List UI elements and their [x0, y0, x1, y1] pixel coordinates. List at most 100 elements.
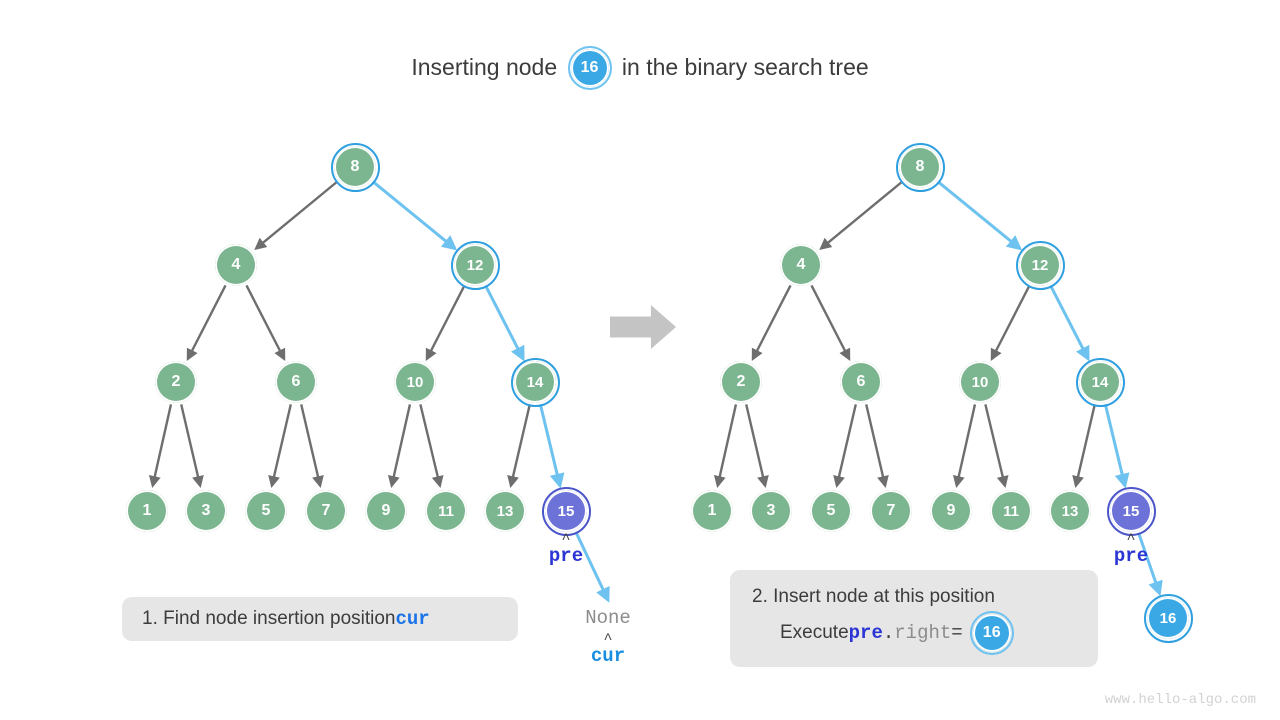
node-circle: 9 — [365, 490, 407, 532]
node-highlight-ring — [895, 142, 945, 192]
edge-left-14-15 — [538, 404, 565, 489]
marker-cur-left: ^cur — [568, 632, 648, 667]
tree-node-4-left[interactable]: 4 — [215, 244, 257, 286]
tree-node-1-right[interactable]: 1 — [691, 490, 733, 532]
tree-node-3-left[interactable]: 3 — [185, 490, 227, 532]
node-circle: 3 — [750, 490, 792, 532]
edge-right-14-13 — [1072, 404, 1096, 489]
edge-left-4-6 — [245, 284, 286, 362]
marker-label: pre — [548, 545, 584, 567]
tree-node-10-right[interactable]: 10 — [959, 361, 1001, 403]
tree-node-3-right[interactable]: 3 — [750, 490, 792, 532]
caption-line-left-1: 1. Find node insertion position cur — [142, 608, 498, 630]
node-highlight-ring — [541, 486, 591, 536]
marker-label: pre — [1113, 545, 1149, 567]
node-circle: 9 — [930, 490, 972, 532]
title-prefix: Inserting node — [411, 54, 558, 81]
node-highlight-ring — [510, 357, 560, 407]
node-circle: 13 — [1049, 490, 1091, 532]
tree-node-2-right[interactable]: 2 — [720, 361, 762, 403]
node-circle: 1 — [691, 490, 733, 532]
tree-node-14-left[interactable]: 14 — [510, 357, 560, 407]
edge-left-4-2 — [186, 284, 227, 362]
edge-right-2-3 — [745, 404, 769, 489]
edge-left-2-3 — [180, 404, 204, 489]
node-circle: 6 — [840, 361, 882, 403]
edge-right-6-5 — [833, 404, 857, 489]
tree-node-1-left[interactable]: 1 — [126, 490, 168, 532]
tree-node-13-left[interactable]: 13 — [484, 490, 526, 532]
tree-node-11-left[interactable]: 11 — [425, 490, 467, 532]
edge-right-4-2 — [751, 284, 792, 362]
marker-pre-right: ^pre — [1091, 531, 1171, 567]
tree-node-4-right[interactable]: 4 — [780, 244, 822, 286]
tree-node-8-right[interactable]: 8 — [895, 142, 945, 192]
tree-node-6-left[interactable]: 6 — [275, 361, 317, 403]
node-circle: 7 — [305, 490, 347, 532]
node-highlight-ring — [330, 142, 380, 192]
node-highlight-ring — [1015, 240, 1065, 290]
edge-left-10-11 — [419, 404, 444, 489]
node-circle: 5 — [810, 490, 852, 532]
node-circle: 2 — [720, 361, 762, 403]
tree-node-9-right[interactable]: 9 — [930, 490, 972, 532]
caption-line-right-2: Execute pre.right = 16 — [752, 610, 1076, 655]
tree-node-2-left[interactable]: 2 — [155, 361, 197, 403]
edge-right-2-1 — [713, 404, 738, 488]
caption-text: 2. Insert node at this position — [752, 585, 995, 607]
tree-node-15-left[interactable]: 15 — [541, 486, 591, 536]
tree-node-5-right[interactable]: 5 — [810, 490, 852, 532]
tree-node-7-right[interactable]: 7 — [870, 490, 912, 532]
caret-icon: ^ — [561, 531, 571, 548]
edge-right-8-4 — [819, 180, 904, 250]
caption-left: 1. Find node insertion position cur — [122, 597, 518, 641]
edge-right-12-14 — [1049, 284, 1090, 362]
caption-text: Execute — [780, 621, 849, 643]
node-highlight-ring — [1075, 357, 1125, 407]
tree-node-5-left[interactable]: 5 — [245, 490, 287, 532]
edge-left-14-13 — [507, 404, 531, 489]
node-highlight-ring — [1106, 486, 1156, 536]
edge-left-12-10 — [425, 284, 466, 362]
node-highlight-ring — [450, 240, 500, 290]
tree-node-13-right[interactable]: 13 — [1049, 490, 1091, 532]
node-circle: 11 — [990, 490, 1032, 532]
node-circle: 2 — [155, 361, 197, 403]
tree-node-15-right[interactable]: 15 — [1106, 486, 1156, 536]
caption-line-right-1: 2. Insert node at this position — [752, 586, 1076, 608]
tree-node-11-right[interactable]: 11 — [990, 490, 1032, 532]
caption-text: . — [882, 621, 895, 644]
tree-node-7-left[interactable]: 7 — [305, 490, 347, 532]
tree-node-12-left[interactable]: 12 — [450, 240, 500, 290]
tree-node-12-right[interactable]: 12 — [1015, 240, 1065, 290]
edge-left-10-9 — [387, 404, 412, 488]
caption-text: = — [951, 621, 963, 644]
node-circle: 7 — [870, 490, 912, 532]
tree-node-9-left[interactable]: 9 — [365, 490, 407, 532]
tree-node-10-left[interactable]: 10 — [394, 361, 436, 403]
node-16-chip: 16 — [567, 46, 612, 90]
marker-pre-left: ^pre — [526, 531, 606, 567]
block-arrow-icon — [610, 305, 676, 349]
page-title: Inserting node 16 in the binary search t… — [0, 46, 1280, 90]
marker-label: cur — [590, 645, 626, 667]
edge-left-6-7 — [300, 404, 324, 489]
watermark: www.hello-algo.com — [1104, 692, 1256, 708]
node-circle: 11 — [425, 490, 467, 532]
edge-right-12-10 — [990, 284, 1031, 362]
node-circle: 4 — [780, 244, 822, 286]
node-highlight-ring — [1143, 593, 1193, 643]
title-node-chip: 16 — [567, 46, 612, 90]
tree-node-6-right[interactable]: 6 — [840, 361, 882, 403]
caption-text: 1. Find node insertion position — [142, 608, 396, 629]
node-16-chip-caption: 16 — [969, 610, 1014, 655]
tree-node-8-left[interactable]: 8 — [330, 142, 380, 192]
title-suffix: in the binary search tree — [621, 54, 869, 81]
edge-left-6-5 — [268, 404, 292, 489]
edge-left-8-12 — [371, 180, 458, 251]
tree-node-16-right[interactable]: 16 — [1143, 593, 1193, 643]
none-label: None — [585, 607, 631, 629]
caret-icon: ^ — [1126, 531, 1136, 548]
tree-node-14-right[interactable]: 14 — [1075, 357, 1125, 407]
